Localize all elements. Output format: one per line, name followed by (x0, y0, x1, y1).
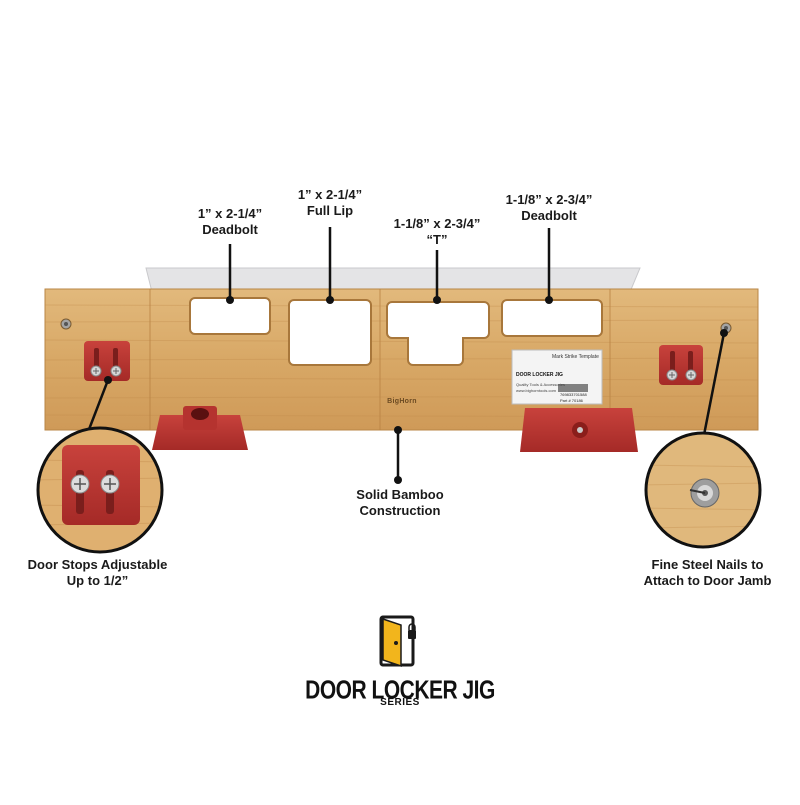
callout-deadbolt-1: 1” x 2-1/4” Deadbolt (170, 206, 290, 238)
callout-nails: Fine Steel Nails to Attach to Door Jamb (625, 557, 790, 589)
callout-nails-line1: Fine Steel Nails to (651, 557, 764, 572)
red-foot-left (152, 406, 248, 450)
callout-lines (86, 227, 726, 480)
detail-circle-nail (644, 431, 762, 549)
callout-t-strike-size: 1-1/8” x 2-3/4” (393, 216, 481, 231)
bamboo-nodes (149, 289, 611, 430)
logo-wordmark: DOOR LOCKER JIG (305, 676, 495, 705)
callout-door-stops-line1: Door Stops Adjustable (27, 557, 168, 572)
callout-full-lip: 1” x 2-1/4” Full Lip (270, 187, 390, 219)
product-sticker (511, 349, 603, 405)
sticker-line1: Quality Tools & Accessories (516, 382, 566, 387)
callout-bamboo-line1: Solid Bamboo (356, 487, 444, 502)
callout-deadbolt-1-type: Deadbolt (202, 222, 258, 237)
callout-door-stops: Door Stops Adjustable Up to 1/2” (10, 557, 185, 589)
sticker-brand: DOOR LOCKER JIG (516, 372, 563, 378)
callout-nails-line2: Attach to Door Jamb (643, 573, 772, 588)
metal-plate (145, 267, 641, 293)
callout-deadbolt-2-size: 1-1/8” x 2-3/4” (505, 192, 593, 207)
template-cutouts (189, 297, 603, 366)
callout-full-lip-size: 1” x 2-1/4” (297, 187, 363, 202)
sticker-line2: www.bighorntools.com (516, 388, 557, 393)
cutout-deadbolt-2 (501, 299, 603, 337)
door-stop-left (84, 341, 130, 381)
cutout-full-lip (288, 299, 372, 366)
red-foot-right (520, 408, 638, 452)
sticker-content: Mark Strike Template DOOR LOCKER JIG Qua… (512, 352, 602, 404)
callout-deadbolt-2-type: Deadbolt (521, 208, 577, 223)
callout-t-strike-type: “T” (426, 232, 448, 247)
sticker-part: Part # 70186 (560, 398, 583, 403)
sticker-barcode: 769833701588 (560, 392, 587, 397)
callout-door-stops-line2: Up to 1/2” (66, 573, 129, 588)
cutout-t-strike (386, 301, 490, 366)
board-engraving: BigHorn (387, 398, 417, 405)
callout-t-strike: 1-1/8” x 2-3/4” “T” (372, 216, 502, 248)
nail-holes (60, 318, 732, 334)
detail-circle-door-stop (36, 426, 164, 554)
callout-bamboo: Solid Bamboo Construction (330, 487, 470, 519)
door-locker-logo-icon (379, 615, 416, 668)
sticker-title: Mark Strike Template (552, 354, 599, 360)
logo-subtitle: SERIES (380, 697, 420, 708)
callout-deadbolt-2: 1-1/8” x 2-3/4” Deadbolt (484, 192, 614, 224)
callout-bamboo-line2: Construction (359, 503, 441, 518)
callout-dots (104, 296, 728, 484)
door-stop-right (659, 345, 703, 385)
callout-deadbolt-1-size: 1” x 2-1/4” (197, 206, 263, 221)
callout-full-lip-type: Full Lip (306, 203, 354, 218)
